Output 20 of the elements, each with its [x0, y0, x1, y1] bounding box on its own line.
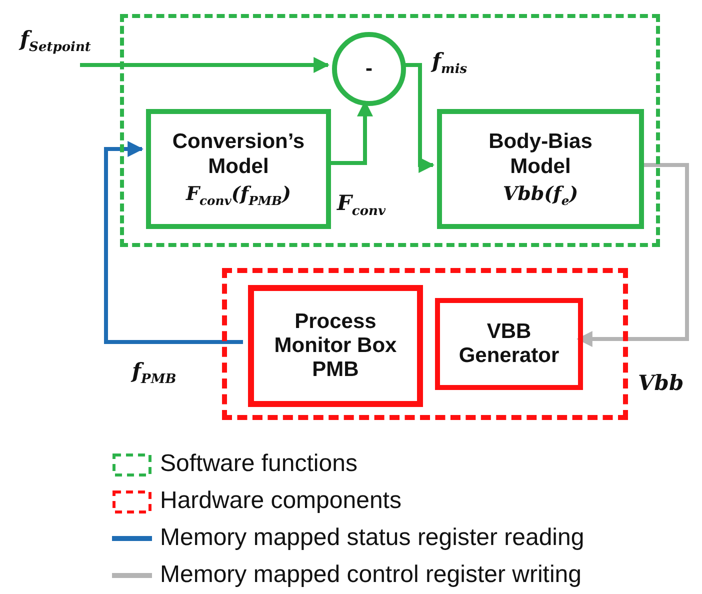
legend-text: Memory mapped status register reading — [160, 524, 584, 552]
box-title: Body-Bias Model — [488, 130, 594, 179]
process-box — [437, 109, 644, 229]
process-box — [248, 285, 423, 407]
arrow — [576, 163, 689, 347]
box-title: Conversion’s Model — [171, 130, 306, 179]
arrow — [80, 57, 330, 73]
arrow — [104, 141, 243, 344]
operator-symbol: - — [366, 56, 372, 82]
box-title: Process Monitor Box PMB — [273, 310, 398, 382]
box-title: VBB Generator — [458, 320, 560, 368]
subtract-circle — [332, 32, 406, 106]
legend-text: Memory mapped control register writing — [160, 561, 582, 589]
formula: Vbb(f$_{e}$) — [502, 182, 578, 208]
legend-text: Hardware components — [160, 487, 402, 515]
legend-text: Software functions — [160, 450, 358, 478]
process-box — [435, 298, 583, 390]
formula: F$_{conv}$(f$_{PMB}$) — [186, 182, 291, 208]
hardware-group — [222, 268, 628, 420]
process-box — [146, 109, 331, 229]
